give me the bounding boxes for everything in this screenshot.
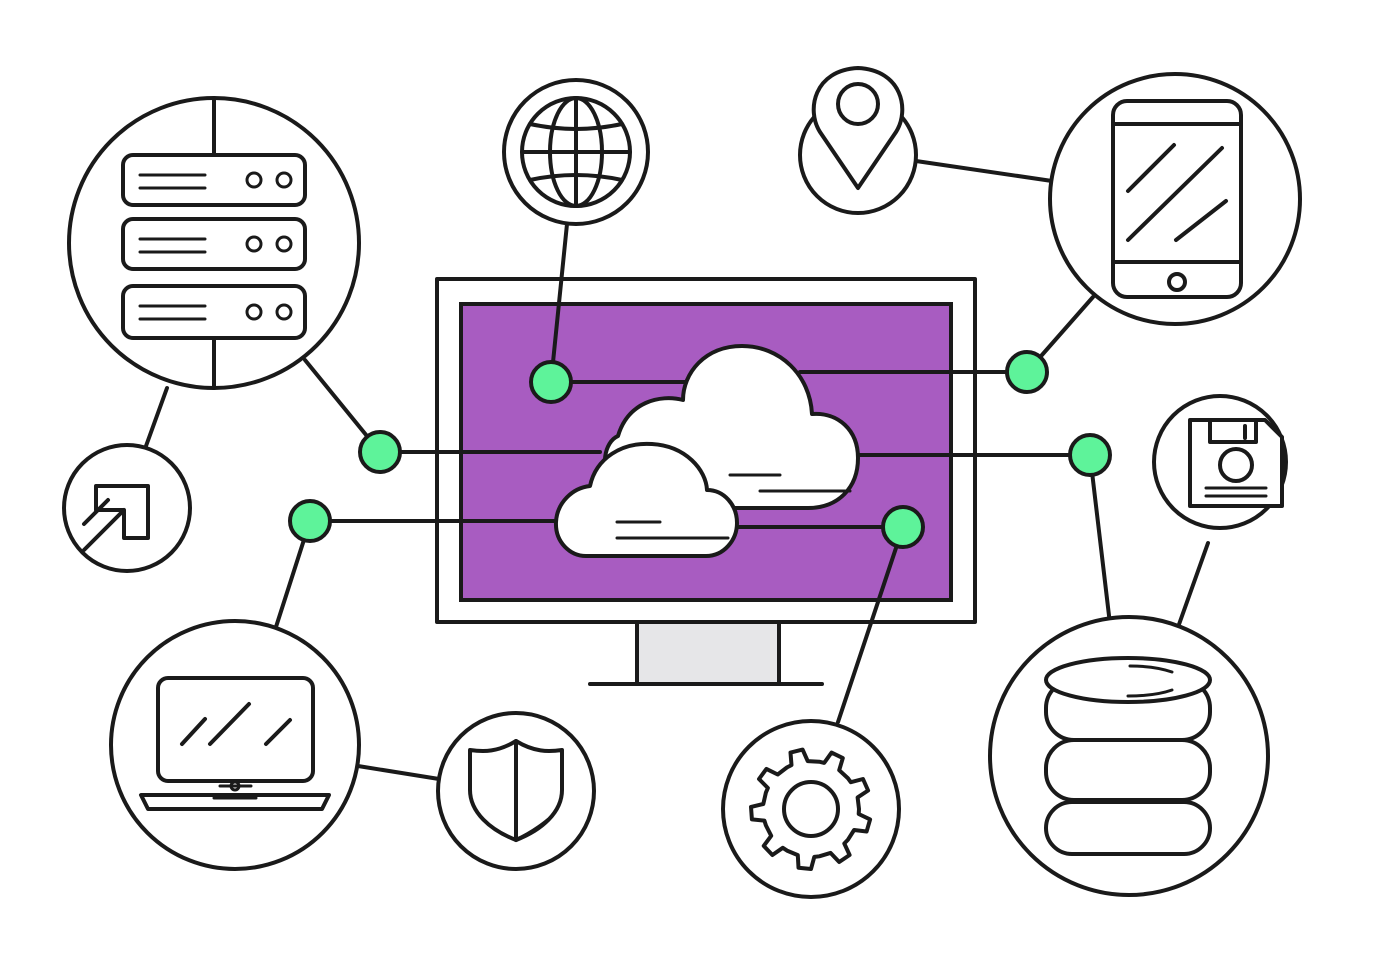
globe-icon	[502, 78, 650, 226]
connection-node	[1005, 350, 1049, 394]
connector-lines	[144, 159, 1210, 781]
database-icon	[988, 615, 1270, 897]
connection-node	[358, 430, 402, 474]
gear-icon	[721, 719, 901, 899]
location-pin-icon	[798, 66, 918, 215]
shield-icon	[436, 711, 596, 871]
connection-nodes	[288, 350, 1112, 549]
connection-node	[1068, 433, 1112, 477]
floppy-disk-icon	[1152, 394, 1288, 530]
connection-node	[529, 360, 573, 404]
connection-node	[288, 499, 332, 543]
monitor-stand	[635, 620, 781, 686]
laptop-icon	[109, 619, 361, 871]
arrow-up-right-icon	[62, 443, 192, 573]
server-rack-icon	[67, 96, 361, 390]
connection-node	[881, 505, 925, 549]
cloud-icon	[553, 441, 739, 558]
smartphone-icon	[1048, 72, 1302, 326]
